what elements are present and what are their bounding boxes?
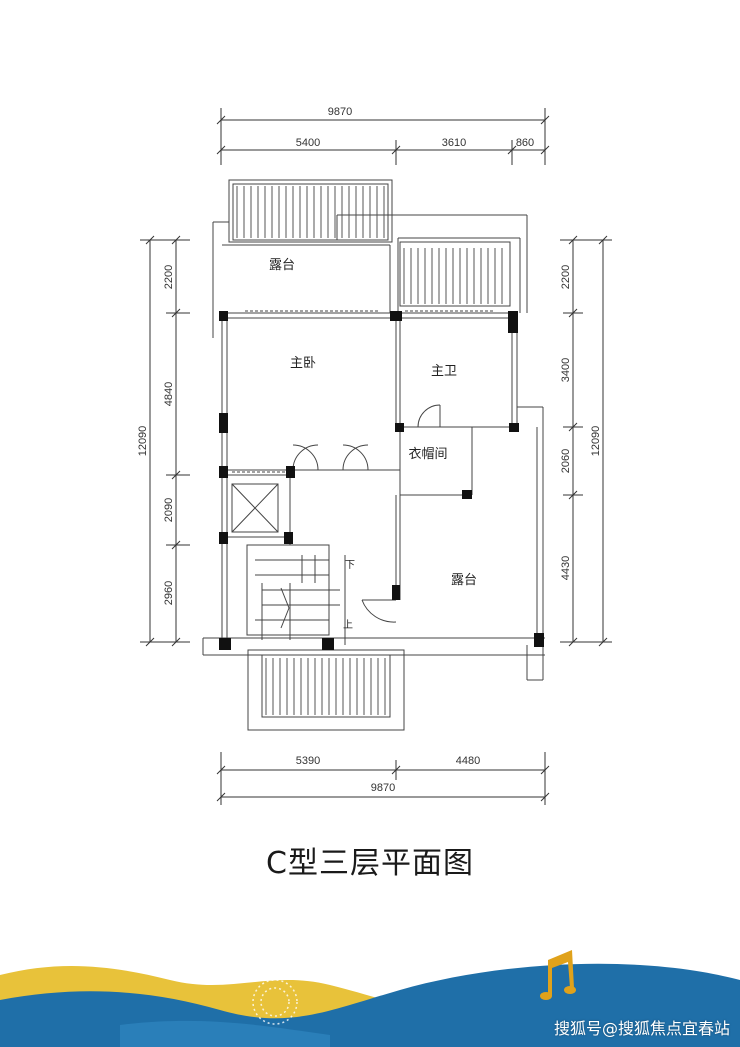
dim-right-seg-4: 4430 bbox=[560, 556, 572, 580]
room-labels: 露台 主卧 主卫 衣帽间 露台 下 上 bbox=[269, 258, 477, 631]
dim-right-seg-1: 2200 bbox=[560, 265, 572, 289]
dim-top-seg-2: 3610 bbox=[442, 137, 466, 149]
room-label-terrace-top: 露台 bbox=[269, 258, 295, 273]
dim-left-seg-1: 2200 bbox=[163, 265, 175, 289]
dim-right-total: 12090 bbox=[590, 426, 602, 457]
wall-columns bbox=[219, 311, 544, 650]
dim-left-seg-4: 2960 bbox=[163, 581, 175, 605]
dim-right-seg-2: 3400 bbox=[560, 358, 572, 382]
dimension-lines bbox=[140, 108, 612, 805]
building-outline bbox=[202, 179, 545, 731]
dim-top-seg-3: 860 bbox=[516, 137, 534, 149]
dim-left-seg-3: 2090 bbox=[163, 498, 175, 522]
stair-down-label: 下 bbox=[345, 560, 355, 571]
dotted-circle-inner bbox=[260, 987, 290, 1017]
room-label-wardrobe: 衣帽间 bbox=[408, 446, 447, 462]
dim-left-total: 12090 bbox=[137, 426, 149, 457]
music-note-icon bbox=[540, 950, 576, 1000]
room-label-master-bedroom: 主卧 bbox=[290, 356, 316, 371]
watermark: 搜狐号@搜狐焦点宜春站 bbox=[553, 1019, 730, 1038]
dimension-labels: 9870 5400 3610 860 5390 4480 9870 12090 … bbox=[137, 106, 602, 794]
page-title: C型三层平面图 bbox=[266, 846, 474, 881]
floor-plan: 9870 5400 3610 860 5390 4480 9870 12090 … bbox=[137, 106, 612, 805]
dim-bottom-seg-1: 5390 bbox=[296, 755, 320, 767]
dim-left-seg-2: 4840 bbox=[163, 382, 175, 406]
dotted-circle-decoration bbox=[252, 979, 298, 1025]
dim-bottom-total: 9870 bbox=[371, 782, 395, 794]
terrace-slats bbox=[236, 186, 503, 715]
dim-top-seg-1: 5400 bbox=[296, 137, 320, 149]
room-label-terrace-right: 露台 bbox=[451, 573, 477, 588]
room-label-master-bath: 主卫 bbox=[431, 364, 457, 379]
dim-bottom-seg-2: 4480 bbox=[456, 755, 480, 767]
dim-top-total: 9870 bbox=[328, 106, 352, 118]
stair-up-label: 上 bbox=[343, 619, 353, 631]
wave-blue-light bbox=[120, 1020, 330, 1047]
dim-right-seg-3: 2060 bbox=[560, 449, 572, 473]
decorative-waves bbox=[0, 950, 740, 1047]
